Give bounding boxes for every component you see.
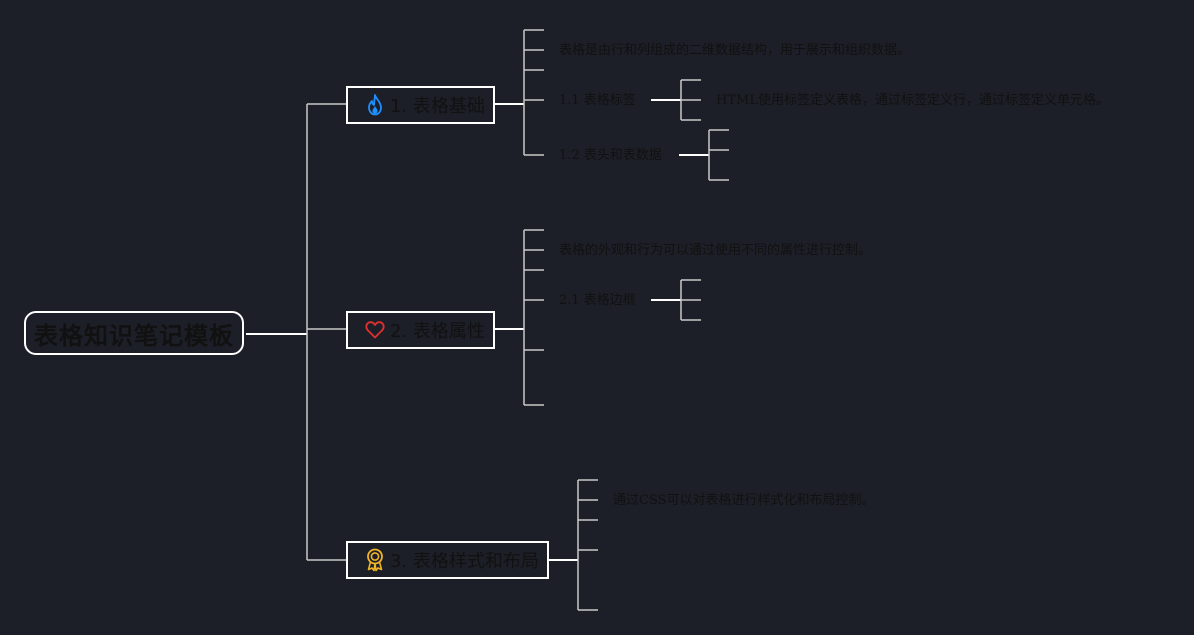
- branch-node-style-layout[interactable]: 3. 表格样式和布局: [346, 541, 549, 579]
- award-ribbon-icon: [364, 548, 386, 572]
- heart-icon: [364, 319, 386, 341]
- branch-label: 3. 表格样式和布局: [390, 551, 539, 572]
- topic-description[interactable]: 通过CSS可以对表格进行样式化和布局控制。: [613, 493, 875, 508]
- branch-node-attributes[interactable]: 2. 表格属性: [346, 311, 495, 349]
- root-node[interactable]: 表格知识笔记模板: [24, 311, 244, 355]
- branch-label: 1. 表格基础: [390, 96, 485, 117]
- topic-description[interactable]: 表格是由行和列组成的二维数据结构，用于展示和组织数据。: [559, 43, 911, 58]
- branch-label: 2. 表格属性: [390, 321, 485, 342]
- fire-icon: [364, 94, 386, 116]
- branch-node-basics[interactable]: 1. 表格基础: [346, 86, 495, 124]
- subtopic-table-border[interactable]: 2.1 表格边框: [559, 293, 636, 308]
- root-title: 表格知识笔记模板: [34, 321, 234, 350]
- topic-description[interactable]: 表格的外观和行为可以通过使用不同的属性进行控制。: [559, 243, 872, 258]
- subtopic-detail[interactable]: HTML使用标签定义表格，通过标签定义行，通过标签定义单元格。: [716, 93, 1109, 108]
- subtopic-header-data[interactable]: 1.2 表头和表数据: [559, 148, 662, 163]
- subtopic-table-tags[interactable]: 1.1 表格标签: [559, 93, 636, 108]
